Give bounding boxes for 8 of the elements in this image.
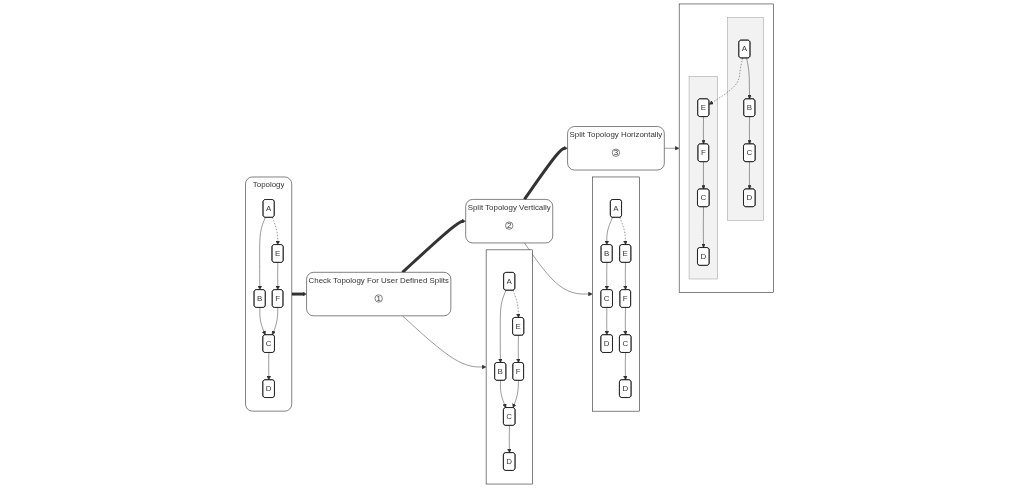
cluster (678, 3, 774, 293)
arrow (291, 291, 307, 297)
cluster (592, 176, 640, 412)
cluster (727, 17, 764, 221)
arrow (401, 219, 466, 274)
cluster (485, 249, 533, 485)
arrow (523, 146, 568, 201)
cluster (688, 76, 718, 280)
